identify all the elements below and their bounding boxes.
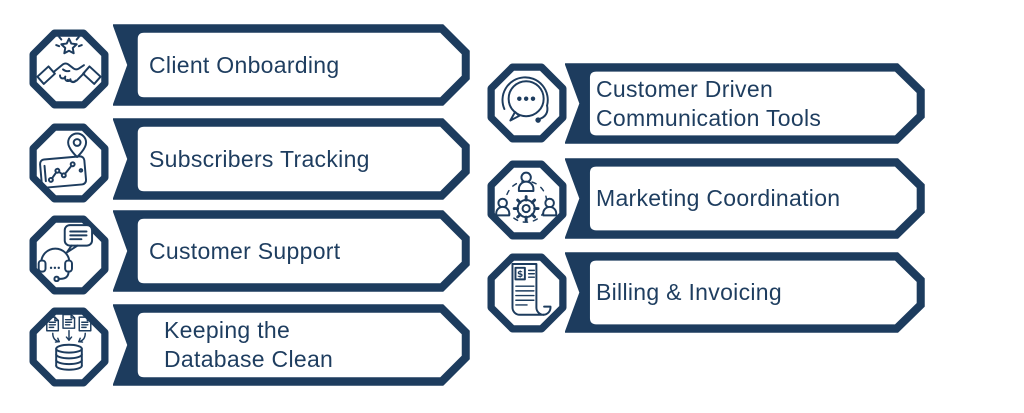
ribbon-shape [113,24,470,106]
customer-support-banner: Customer Support [113,210,470,292]
communication-tools-icon [486,62,568,144]
billing-invoicing-label: Billing & Invoicing [596,279,782,305]
ribbon-shape [113,118,470,200]
customer-support-label: Customer Support [149,237,341,264]
ribbon-shape [565,252,925,333]
marketing-coordination-icon [486,159,568,241]
database-clean-icon [28,306,110,388]
ribbon-shape [565,158,925,239]
subscribers-tracking-label: Subscribers Tracking [149,145,370,172]
marketing-coordination-banner: Marketing Coordination [565,158,925,239]
ribbon-shape [113,304,470,386]
customer-support-icon [28,214,110,296]
subscribers-tracking-banner: Subscribers Tracking [113,118,470,200]
billing-invoicing-banner: Billing & Invoicing [565,252,925,333]
handshake-star-icon [28,28,110,110]
billing-invoicing-icon: $ [486,252,568,334]
ribbon-shape [113,210,470,292]
client-onboarding-label: Client Onboarding [149,51,340,78]
svg-text:$: $ [517,270,523,280]
client-onboarding-banner: Client Onboarding [113,24,470,106]
marketing-coordination-label: Marketing Coordination [596,185,841,211]
ribbon-shape [565,63,925,144]
subscriber-tracking-icon [28,122,110,204]
